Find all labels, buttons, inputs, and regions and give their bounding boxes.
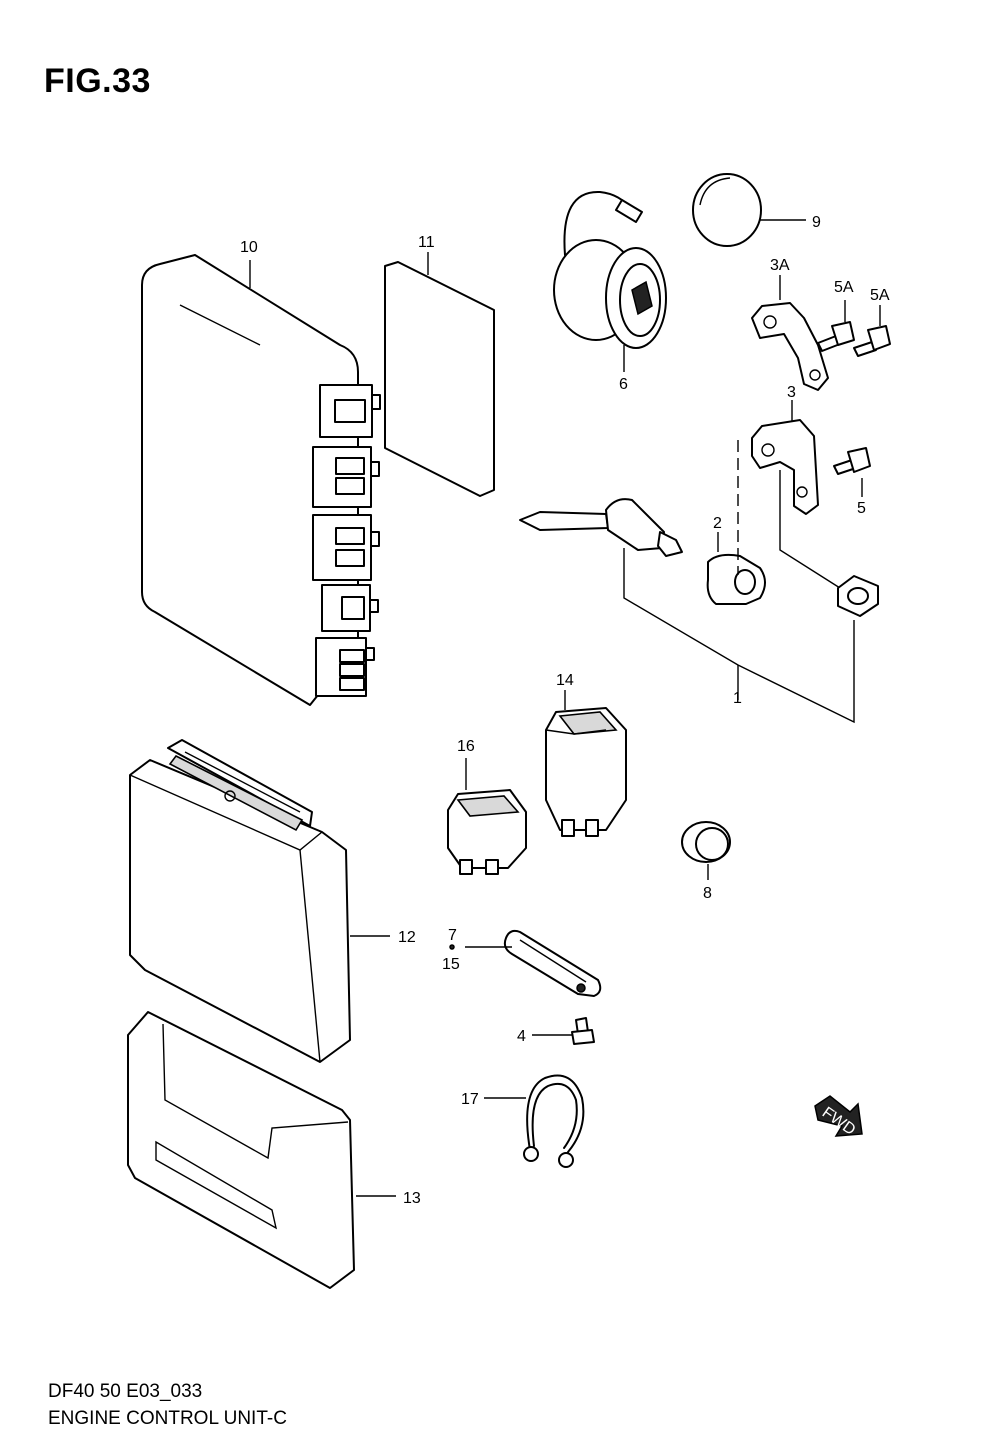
part-13-cover [127, 1011, 396, 1289]
ecu-connector-3 [312, 514, 380, 581]
callout-2: 2 [713, 515, 722, 532]
callout-5: 5 [857, 500, 866, 517]
part-17-clamp [484, 1074, 585, 1168]
bracket-guide-lines [737, 440, 841, 589]
washer [837, 575, 879, 617]
ecu-connector-5 [315, 637, 375, 697]
callout-3a: 3A [770, 257, 790, 274]
callout-17: 17 [461, 1091, 479, 1108]
callout-5a-1: 5A [834, 279, 854, 296]
ecu-connector-2 [312, 446, 380, 508]
callout-15: 15 [442, 956, 460, 973]
callout-12: 12 [398, 929, 416, 946]
ecu-connector-1 [319, 384, 381, 438]
callout-11: 11 [418, 234, 435, 251]
callout-3: 3 [787, 384, 796, 401]
callout-4: 4 [517, 1028, 526, 1045]
part-5a-bolt-1 [817, 300, 855, 352]
part-8-grommet [681, 821, 731, 880]
part-4-bolt [532, 1017, 595, 1045]
part-9-cap [692, 173, 806, 247]
part-12-ecm [129, 739, 390, 1063]
part-5a-bolt-2 [853, 305, 891, 357]
callout-10: 10 [240, 239, 258, 256]
callout-13: 13 [403, 1190, 421, 1207]
part-1-neutral-switch [519, 498, 855, 724]
callouts: 10 11 6 9 3A 5A 5A 3 5 2 1 14 16 8 12 7 … [240, 214, 890, 1207]
part-14-relay [545, 690, 627, 837]
part-11-pad [384, 252, 495, 497]
callout-9: 9 [812, 214, 821, 231]
footer-figure-name: ENGINE CONTROL UNIT-C [48, 1408, 287, 1429]
part-3-bracket [751, 400, 819, 515]
callout-7: 7 [448, 927, 457, 944]
part-5-bolt [833, 447, 871, 497]
figure-title: FIG.33 [44, 62, 151, 100]
callout-6: 6 [619, 376, 628, 393]
part-7-15-strap [449, 929, 602, 997]
fwd-arrow-badge: FWD [814, 1095, 863, 1139]
callout-5a-2: 5A [870, 287, 890, 304]
callout-16: 16 [457, 738, 475, 755]
callout-8: 8 [703, 885, 712, 902]
callout-14: 14 [556, 672, 574, 689]
part-6-buzzer [553, 190, 667, 372]
callout-1: 1 [733, 690, 742, 707]
part-2-clip [706, 532, 766, 605]
part-16-relay [447, 758, 527, 875]
part-10-ecu-box [141, 254, 381, 706]
part-3a-bracket [751, 275, 829, 391]
ecu-connector-4 [321, 584, 379, 632]
footer-figure-code: DF40 50 E03_033 [48, 1381, 203, 1402]
